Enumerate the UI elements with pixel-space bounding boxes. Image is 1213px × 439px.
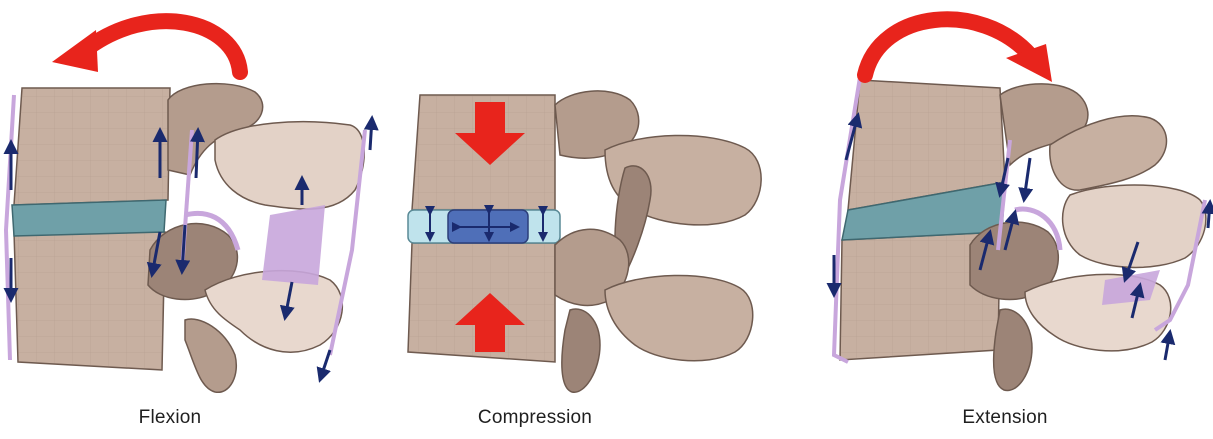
- lower-spinous-process: [605, 275, 753, 360]
- flexion-panel: [0, 0, 400, 400]
- compression-label: Compression: [455, 407, 615, 429]
- compression-panel: [400, 0, 780, 400]
- flexion-illustration: [0, 0, 400, 400]
- intervertebral-disc: [12, 200, 166, 236]
- interspinous-ligament: [262, 205, 325, 285]
- flexion-rotation-arrow: [85, 21, 240, 72]
- extension-rotation-arrow: [865, 19, 1030, 75]
- extension-illustration: [820, 0, 1213, 400]
- compression-illustration: [400, 0, 780, 400]
- upper-spinous-process: [215, 122, 364, 209]
- extension-panel: [820, 0, 1213, 400]
- flexion-rotation-arrowhead: [52, 30, 98, 72]
- extension-label: Extension: [945, 407, 1065, 429]
- flexion-label: Flexion: [120, 407, 220, 429]
